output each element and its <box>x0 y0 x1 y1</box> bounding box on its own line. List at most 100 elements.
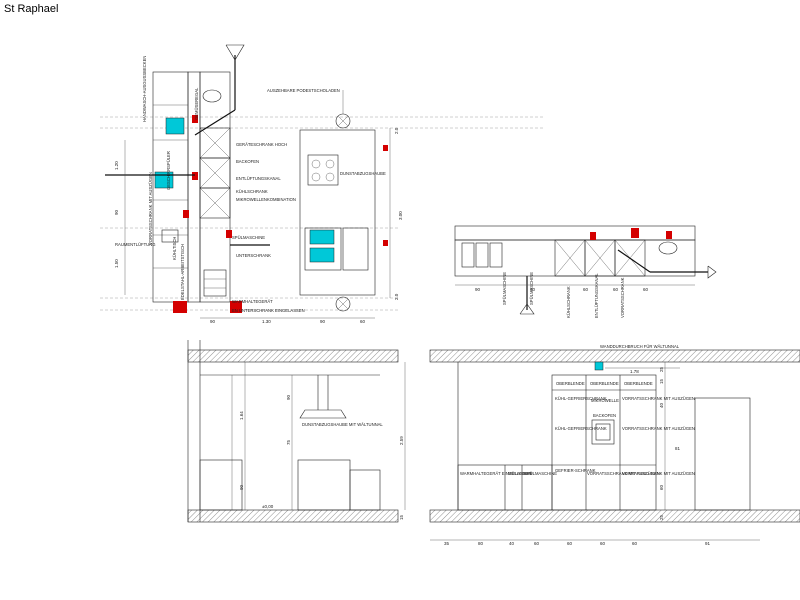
elevation-oven <box>591 419 615 445</box>
elev-muelleimer: MÜLLEIMER <box>508 471 532 476</box>
plan-label-warm: WARMHALTEGERÄT <box>232 299 273 304</box>
plan-vlabel-2: GESCHIRRSPÜLER <box>166 151 171 190</box>
plan-label-under: UNTERSCHRANK <box>236 253 271 258</box>
plan-column-bottom <box>335 296 351 312</box>
plan-cooktop <box>307 154 339 186</box>
side-label-2: SPÜLMASCHINE <box>529 272 534 305</box>
side-plan: 90 90 60 60 60 SPÜLMASCHINE SPÜLMASCHINE… <box>454 225 717 318</box>
elevation-right: WANDDURCHBRUCH FÜR WÄLTUNNAL 1.78 OBERBL… <box>429 344 800 546</box>
elev-bdim-8: 91 <box>705 541 711 546</box>
side-dim-3: 60 <box>583 287 589 292</box>
plan-sink-4 <box>309 247 335 263</box>
side-dim-1: 90 <box>475 287 481 292</box>
side-label-3: KÜHLSCHRANK <box>566 286 571 318</box>
elev-vorrat-3: VORRATSSCHRANK MIT AUSZÜGEN <box>587 471 660 476</box>
elev-warmhalte: WARMHALTEGERÄT EINGELASSEN <box>460 471 531 476</box>
side-dim-4: 60 <box>613 287 619 292</box>
plan-label-top: AUSZEHBARE PODESTSCHOLADEN <box>267 88 340 93</box>
elev-rdim-3: 40 <box>659 402 664 408</box>
section-inner-dim-1: 90 <box>286 394 291 400</box>
elev-rdim-2: 15 <box>659 378 664 384</box>
plan-label-fridge: KÜHLSCHRANK <box>236 189 268 194</box>
elevation-wall-opening <box>594 361 604 371</box>
elev-oberblende-2: OBERBLENDE <box>590 381 619 386</box>
section-left: DUNSTABZUGSHAUBE MIT WÄLTUNNAL 1.64 2.59… <box>187 340 406 523</box>
section-dim-1: 1.64 <box>239 411 244 420</box>
plan-dim-1: 90 <box>210 319 216 324</box>
plan-sink-3 <box>309 229 335 245</box>
elev-rdim-5: 60 <box>659 484 664 490</box>
elev-vorrat-4: VORRATSSCHRANK MIT AUSZÜGEN <box>622 471 695 476</box>
plan-left-run <box>152 71 189 303</box>
plan-label-oven: BACKOFEN <box>236 159 259 164</box>
page-title: St Raphael <box>4 3 59 15</box>
plan-ldim-3: 1.50 <box>114 259 119 268</box>
plan-ldim-2: 90 <box>114 209 119 215</box>
elev-rdim-1: 25 <box>659 366 664 372</box>
elevation-top-label: WANDDURCHBRUCH FÜR WÄLTUNNAL <box>600 344 680 349</box>
section-island <box>297 459 351 511</box>
section-dim-4: 15 <box>399 514 404 520</box>
side-label-4: ENTLÜFTUNGSKANAL <box>594 273 599 318</box>
elev-bdim-3: 40 <box>509 541 515 546</box>
elev-gefrier: GEFRIER-SCHRANK <box>555 468 596 473</box>
elev-mikrowelle: MIKROWELLE <box>591 398 619 403</box>
plan-vlabel-4: GEMÜSEREGAL <box>194 87 199 120</box>
plan-vlabel-3: VORRATSSCHRANK MIT AUSZÜGEN <box>148 172 153 245</box>
plan-sink-1 <box>165 117 185 135</box>
plan-rdim-2: 3.00 <box>398 211 403 220</box>
elevation-floor-slab <box>429 509 800 523</box>
plan-basin <box>202 89 222 103</box>
plan-vlabel-cold: KÜHLTISCH <box>172 237 177 260</box>
elev-oberblende-1: OBERBLENDE <box>556 381 585 386</box>
elevation-door <box>694 397 751 511</box>
section-dim-2: 2.59 <box>399 436 404 445</box>
side-label-5: VORRATSSCHRANK <box>620 277 625 318</box>
plan-vlabel-1: HANDWASCH-AUSGUSSBECKEN <box>142 56 147 122</box>
side-dim-2: 90 <box>530 287 536 292</box>
elev-rdim-4: 81 <box>675 446 681 451</box>
plan-ldim-1: 1.20 <box>114 161 119 170</box>
elev-kuehl-1: KÜHL-GEFRIERSCHRANK <box>555 396 607 401</box>
elev-bdim-2: 80 <box>478 541 484 546</box>
side-plan-cross-boxes <box>554 239 646 277</box>
elev-bdim-6: 60 <box>600 541 606 546</box>
side-label-1: SPÜLMASCHINE <box>502 272 507 305</box>
plan-vlabel-5: EDELSTAHL-ARBEITSTISCH <box>180 244 185 300</box>
elev-bdim-4: 60 <box>534 541 540 546</box>
section-level: ±0,00 <box>262 504 274 509</box>
elevation-ceiling-slab <box>429 349 800 363</box>
plan-cross-cabinets <box>199 127 231 219</box>
plan-label-hood: DUNSTABZUGSHAUBE <box>340 171 386 176</box>
plan-label-ceiling: EN UNTERSCHRANK EINGELASSEN <box>232 308 305 313</box>
elev-bdim-5: 60 <box>567 541 573 546</box>
plan-sink-2 <box>154 171 174 189</box>
plan-label-tall: GERÄTESCHRANK HOCH <box>236 142 287 147</box>
floor-plan: AUSZEHBARE PODESTSCHOLADEN GERÄTESCHRANK… <box>100 44 545 324</box>
elev-kuehl-2: KÜHL-GEFRIERSCHRANK <box>555 426 607 431</box>
plan-dim-3: 90 <box>320 319 326 324</box>
elev-vorrat-2: VORRATSSCHRANK MIT AUSZÜGEN <box>622 426 695 431</box>
plan-rdim-1: 2.0 <box>394 127 399 134</box>
section-inner-dim-2: 75 <box>286 439 291 445</box>
elev-bdim-7: 60 <box>632 541 638 546</box>
plan-label-room-vent: RAUMENTLÜFTUNG <box>115 242 155 247</box>
section-hood <box>299 409 347 419</box>
plan-label-micro: MIKROWELLENKOMBINATION <box>236 197 296 202</box>
elev-rdim-6: 25 <box>659 514 664 520</box>
elev-bdim-1: 35 <box>444 541 450 546</box>
elev-oberblende-3: OBERBLENDE <box>624 381 653 386</box>
plan-label-ventilation: ENTLÜFTUNGSKANAL <box>236 176 281 181</box>
side-plan-top-band <box>454 225 696 241</box>
plan-label-sink: SPÜLMASCHINE <box>232 235 265 240</box>
elevation-tall-units <box>551 374 657 511</box>
elev-backofen: BACKOFEN <box>593 413 616 418</box>
section-ceiling-slab <box>187 349 399 363</box>
side-dim-5: 60 <box>643 287 649 292</box>
elevation-dim-top: 1.78 <box>630 369 639 374</box>
elev-spuel: SPÜLMASCHINE <box>524 471 557 476</box>
plan-island <box>299 129 376 296</box>
plan-dim-2: 1.30 <box>262 319 271 324</box>
plan-dim-4: 60 <box>360 319 366 324</box>
